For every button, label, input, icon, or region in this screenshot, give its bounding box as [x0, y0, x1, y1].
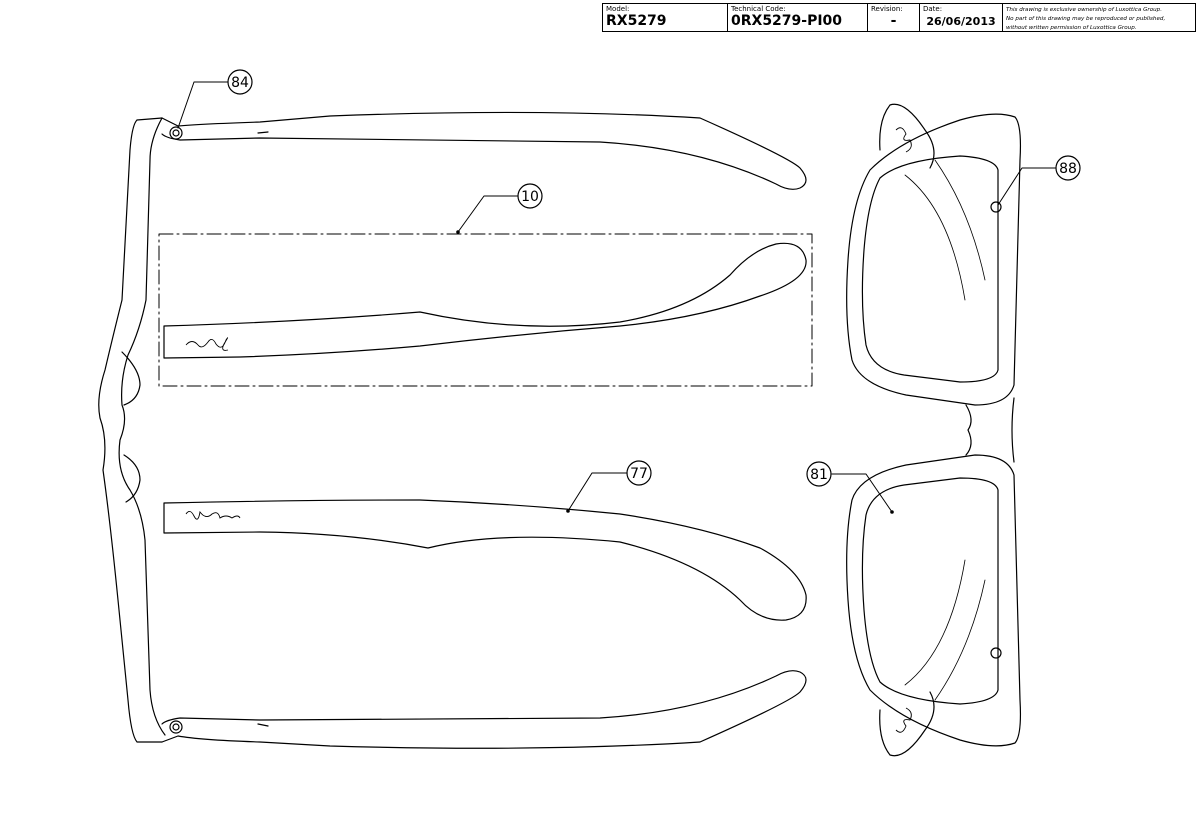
temple-logos: [185, 127, 912, 733]
front-logo-bottom-icon: [895, 707, 912, 733]
lens-reflection-bottom-2: [934, 579, 986, 701]
temple-logo-top-icon: [185, 337, 229, 351]
front-rim-bottom-outer: [846, 454, 1022, 747]
nose-pad-bump-bottom: [123, 454, 141, 503]
date-cell: Date: 26/06/2013: [920, 4, 1003, 31]
leader-10: [457, 195, 519, 233]
leader-81: [831, 473, 893, 513]
hinge-screw-bottom-inner: [172, 723, 180, 731]
callout-88-label: 88: [1059, 161, 1077, 177]
front-logo-top-icon: [895, 127, 912, 153]
callout-88: 88: [1055, 155, 1081, 181]
leader-dot-81: [890, 510, 894, 514]
frame-front-view: [846, 103, 1022, 757]
date-label: Date:: [923, 5, 943, 13]
frame-front-outer-profile: [98, 119, 163, 743]
callout-bubbles: 84 10 77 88 81: [227, 69, 1081, 487]
lens-reflection-top-2: [934, 159, 986, 281]
leader-84: [177, 81, 229, 129]
top-temple-folded: [161, 111, 807, 190]
ownership-notice-line3: without written permission of Luxottica …: [1006, 25, 1137, 31]
hinge-screw-top-inner: [172, 129, 180, 137]
nose-pad-bump-top: [121, 351, 141, 406]
temple-side-bottom-outline: [163, 499, 807, 621]
temple-marks: [257, 131, 269, 727]
callout-81-label: 81: [810, 467, 828, 483]
technical-code-cell: Technical Code: 0RX5279-PI00: [728, 4, 868, 31]
callout-84-label: 84: [231, 75, 249, 91]
leader-77: [567, 472, 628, 512]
model-cell: Model: RX5279: [603, 4, 728, 31]
revision-cell: Revision: -: [868, 4, 920, 31]
frame-top-view: [98, 111, 807, 749]
ownership-notice-line1: This drawing is exclusive ownership of L…: [1006, 7, 1163, 13]
temple-side-top-outline: [163, 242, 807, 359]
front-rim-bottom-inner: [861, 477, 999, 705]
frame-front-inner-profile: [118, 117, 166, 736]
front-rim-top-inner: [861, 155, 999, 383]
callout-10-label: 10: [521, 189, 539, 205]
front-rim-top-outer: [846, 113, 1022, 406]
callout-77: 77: [626, 460, 652, 486]
revision-value: -: [890, 13, 897, 29]
callout-81: 81: [806, 461, 832, 487]
title-block: Model: RX5279 Technical Code: 0RX5279-PI…: [602, 3, 1196, 32]
leader-dot-10: [456, 230, 460, 234]
ownership-notice: This drawing is exclusive ownership of L…: [1003, 4, 1195, 31]
leader-dots: [456, 230, 894, 514]
model-label: Model:: [606, 5, 630, 13]
revision-label: Revision:: [871, 5, 903, 13]
hinge-screw-bottom: [169, 720, 183, 734]
temple-side-view-top: [158, 233, 813, 387]
callout-leaders: [177, 81, 1057, 513]
technical-code-label: Technical Code:: [731, 5, 786, 13]
callout-77-label: 77: [630, 466, 648, 482]
front-bridge: [965, 397, 1015, 463]
temple-side-view-bottom: [163, 499, 807, 621]
lens-reflection-top-1: [904, 174, 966, 301]
frame-top-edge: [136, 117, 163, 121]
leader-88: [997, 167, 1057, 206]
hinge-screw-top: [169, 126, 183, 140]
lens-screw-bottom: [990, 647, 1002, 659]
temple-view-dashdot-frame: [158, 233, 813, 387]
lens-reflection-bottom-1: [904, 559, 966, 686]
callout-10: 10: [517, 183, 543, 209]
callout-84: 84: [227, 69, 253, 95]
bottom-temple-folded: [161, 670, 807, 749]
temple-logo-bottom-icon: [185, 510, 241, 520]
model-value: RX5279: [606, 13, 667, 29]
lens-screw-top: [990, 201, 1002, 213]
date-value: 26/06/2013: [926, 15, 996, 28]
leader-dot-77: [566, 509, 570, 513]
front-temple-tip-bottom: [879, 691, 935, 757]
technical-code-value: 0RX5279-PI00: [731, 13, 843, 29]
ownership-notice-line2: No part of this drawing may be reproduce…: [1006, 16, 1166, 22]
front-temple-tip-top: [879, 103, 935, 169]
